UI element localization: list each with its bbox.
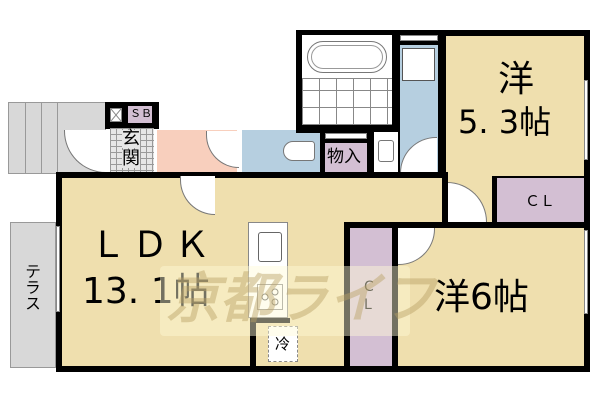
window-right-2	[584, 230, 588, 314]
closet-1: ＣＬ	[492, 176, 584, 224]
shoebox: ＳＢ	[128, 106, 152, 123]
western2-label: 洋6帖	[434, 277, 529, 318]
terrace-label: テラス	[22, 263, 41, 311]
step-line	[25, 102, 26, 174]
western-room-2	[398, 228, 584, 366]
window-right-1	[584, 80, 588, 160]
kitchen-sink-icon	[258, 232, 282, 262]
western1-name: 洋	[498, 59, 535, 100]
closet1-label: ＣＬ	[525, 192, 556, 210]
fridge-label: 冷	[275, 335, 291, 353]
storage-label: 物入	[327, 147, 361, 167]
window-top	[400, 35, 438, 41]
storage-door	[325, 133, 367, 139]
step-line	[41, 102, 42, 174]
closet2-label-top: C	[364, 279, 374, 295]
watermark: 京都ライフ	[160, 266, 436, 336]
storage: 物入	[325, 143, 367, 173]
closet-2: C L	[350, 228, 392, 366]
watermark-text: 京都ライフ	[166, 267, 436, 330]
washing-machine-icon	[402, 48, 435, 81]
genkan-label-bottom: 関	[122, 148, 140, 169]
terrace: テラス	[10, 222, 56, 368]
shoebox-label: ＳＢ	[130, 107, 152, 120]
kitchen-wall	[250, 318, 256, 368]
step-line	[57, 102, 58, 174]
ldk-name: ＬＤＫ	[90, 225, 217, 266]
toilet-icon	[283, 141, 315, 161]
terrace-window	[56, 226, 60, 312]
genkan-label-top: 玄	[122, 128, 140, 149]
closet2-label-bottom: L	[364, 297, 372, 313]
stove-icon	[257, 284, 283, 310]
genkan: 玄 関	[110, 128, 154, 174]
ldk-size: 13. 1帖	[82, 271, 210, 312]
western1-size: 5. 3帖	[458, 103, 552, 141]
kitchen-wall-h	[250, 318, 290, 323]
meter-box-icon	[110, 108, 122, 122]
bathtub-icon	[302, 35, 392, 79]
basin-icon	[378, 140, 394, 162]
bathroom	[302, 35, 392, 125]
fridge-space: 冷	[268, 326, 298, 362]
